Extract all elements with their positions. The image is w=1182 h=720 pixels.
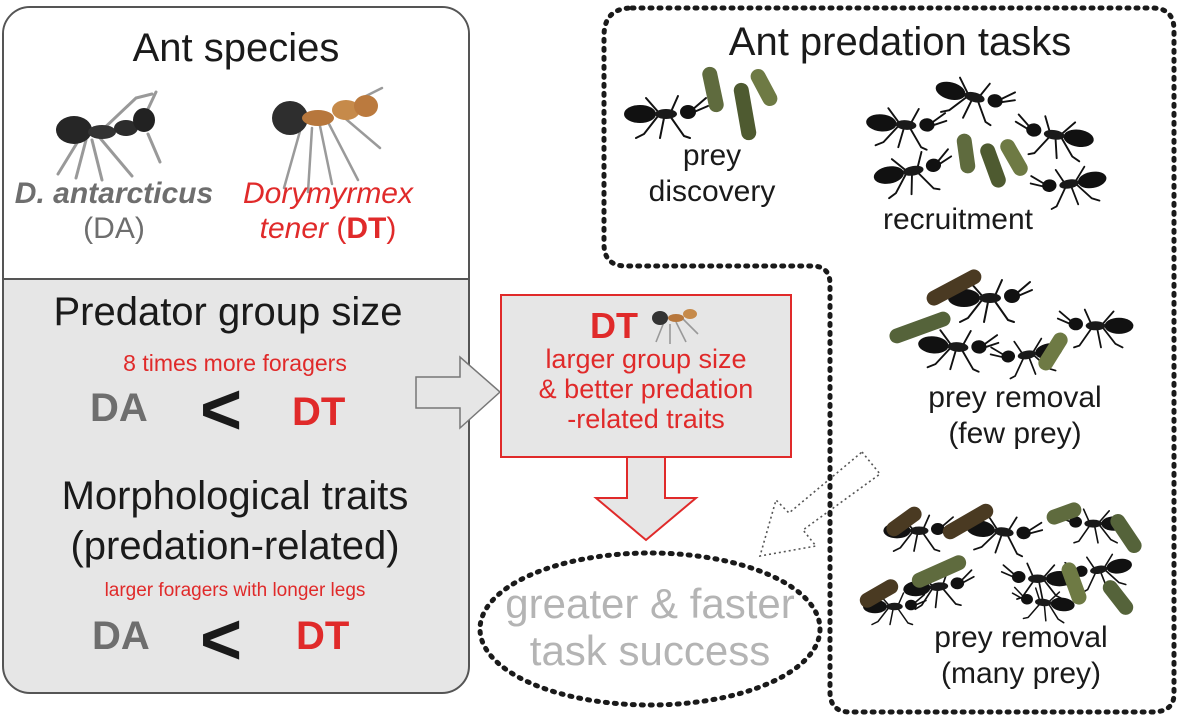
dt-summary-box: DT larger group size & better predation … — [500, 294, 792, 458]
arrow-to-summary — [415, 355, 502, 430]
dt-abbr-close: ) — [386, 212, 397, 246]
prey-discovery-label: prey discovery — [612, 138, 812, 210]
group-size-da: DA — [90, 386, 148, 430]
ant-icon — [1029, 165, 1107, 210]
morphology-da: DA — [92, 614, 150, 658]
dt-ant-image — [272, 86, 384, 194]
dt-species-name-line1: Dorymyrmex — [243, 177, 413, 210]
summary-line-3: -related traits — [567, 404, 725, 435]
dt-species-name-line2: tener — [259, 212, 329, 246]
da-species-name: D. antarcticus — [14, 177, 214, 210]
ant-icon — [948, 279, 1033, 323]
arrow-tasks-to-outcome — [758, 450, 882, 558]
group-size-dt: DT — [292, 390, 346, 434]
ant-icon — [873, 148, 953, 200]
outcome-line-1: greater & faster — [505, 580, 795, 627]
morphology-less-than: < — [200, 600, 243, 680]
da-abbreviation: (DA) — [83, 212, 145, 246]
prey-removal-many-label: prey removal (many prey) — [876, 620, 1166, 692]
recruitment-label: recruitment — [882, 203, 1034, 236]
tasks-title: Ant predation tasks — [728, 20, 1072, 64]
dt-abbreviation: DT — [346, 212, 387, 246]
prey-removal-many-line2: (many prey) — [940, 657, 1102, 690]
species-comparison-panel — [2, 6, 470, 694]
prey-larva-icon — [732, 81, 758, 142]
morphology-dt: DT — [296, 614, 350, 658]
ant-icon — [866, 107, 948, 151]
dt-species-label: Dorymyrmex tener (DT) — [218, 176, 438, 247]
da-ant-image — [56, 90, 162, 182]
summary-line-1: larger group size — [545, 344, 747, 374]
morphology-title-line1: Morphological traits — [61, 474, 409, 518]
da-species-label: D. antarcticus (DA) — [8, 176, 220, 247]
prey-removal-few-line2: (few prey) — [948, 417, 1082, 450]
ant-icon — [1056, 308, 1134, 349]
group-size-note: 8 times more foragers — [123, 350, 347, 376]
prey-removal-few-label: prey removal (few prey) — [880, 380, 1150, 452]
ant-icon — [935, 76, 1016, 127]
ant-icon — [1011, 586, 1075, 624]
prey-discovery-line1: prey — [682, 139, 742, 172]
group-size-less-than: < — [200, 370, 243, 450]
outcome-ellipse — [477, 550, 823, 708]
ant-icon — [624, 95, 709, 139]
prey-discovery-line2: discovery — [648, 175, 776, 208]
group-size-title: Predator group size — [53, 290, 403, 334]
prey-removal-few-line1: prey removal — [928, 381, 1102, 414]
summary-dt-ant-image — [652, 309, 699, 344]
ant-icon — [918, 329, 1000, 373]
dt-abbr-open: ( — [328, 212, 347, 246]
prey-larva-icon — [747, 66, 781, 109]
ant-icon — [1014, 113, 1094, 163]
ant-species-title: Ant species — [132, 26, 340, 70]
prey-removal-many-line1: prey removal — [934, 621, 1108, 654]
tasks-panel-outline — [601, 5, 1177, 715]
ant-species-section — [4, 8, 468, 280]
outcome-line-2: task success — [529, 627, 771, 675]
summary-dt-label: DT — [589, 305, 638, 346]
arrow-to-outcome — [593, 454, 699, 542]
morphology-title-line2: (predation-related) — [70, 524, 400, 568]
morphology-note: larger foragers with longer legs — [104, 580, 366, 601]
prey-larva-icon — [955, 132, 977, 175]
outcome-text: greater & faster task success — [480, 580, 820, 674]
summary-line-2: & better predation — [538, 374, 754, 405]
